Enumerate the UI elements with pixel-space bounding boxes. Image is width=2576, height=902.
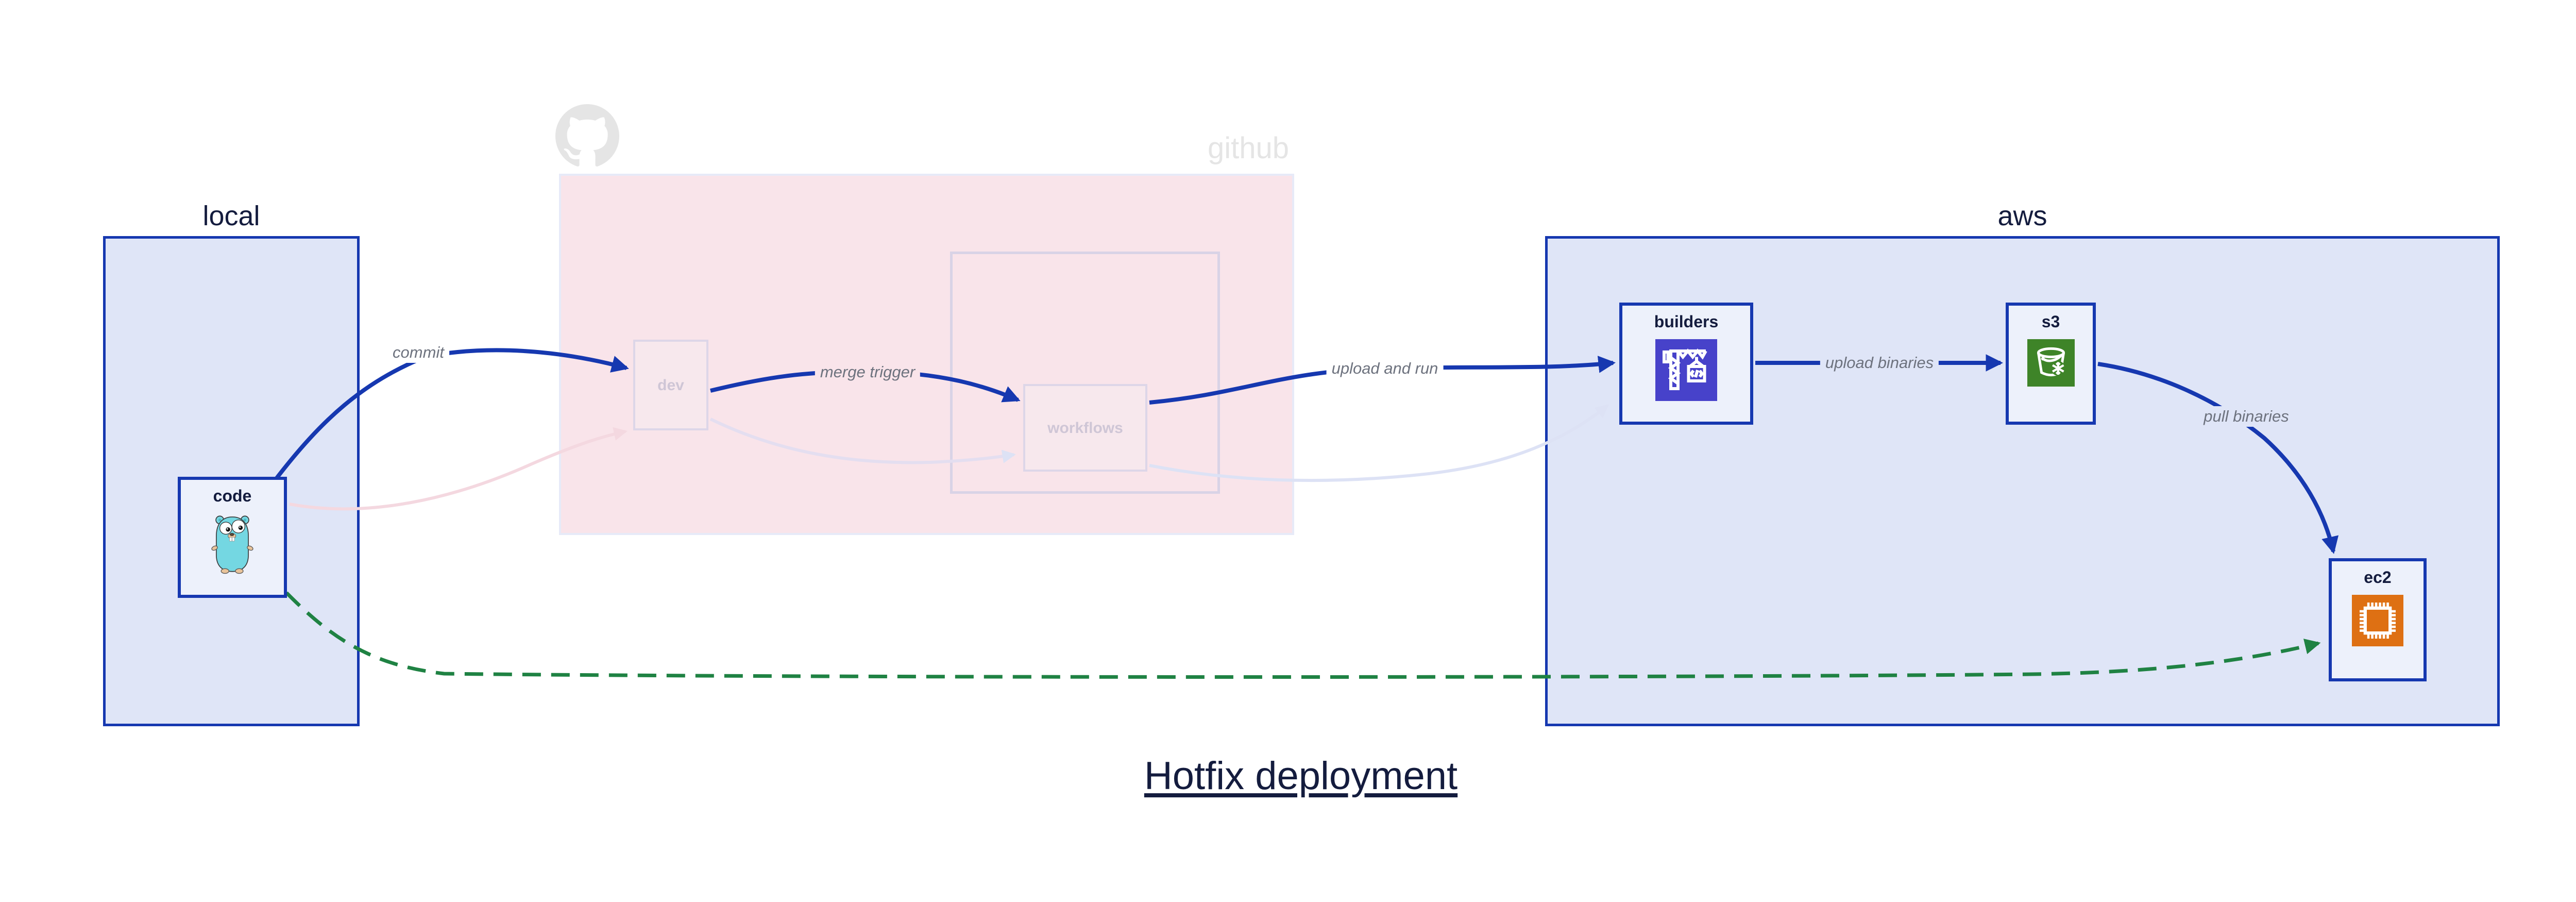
node-builders-label: builders (1654, 312, 1719, 331)
node-code-label: code (213, 487, 252, 505)
node-s3: s3 (2006, 303, 2096, 425)
edge-label-merge-trigger: merge trigger (815, 362, 921, 382)
container-github-label: github (1207, 131, 1289, 165)
edge-label-pull-binaries: pull binaries (2198, 406, 2294, 427)
edge-code-dev-faded (289, 427, 628, 511)
node-dev-label: dev (657, 376, 684, 394)
ec2-chip-icon (2352, 595, 2403, 647)
edge-label-commit: commit (387, 342, 449, 363)
edge-pull-binaries-line (2097, 362, 2339, 554)
master-container (950, 252, 1220, 494)
edge-label-upload-binaries: upload binaries (1820, 353, 1939, 373)
node-ec2: ec2 (2329, 558, 2427, 681)
container-aws-label: aws (1997, 201, 2047, 231)
node-code: code (178, 477, 287, 598)
edge-workflows-builders-faded (1149, 404, 1609, 482)
s3-glacier-bucket-icon (2027, 339, 2075, 387)
node-workflows: workflows (1023, 384, 1147, 472)
edge-label-upload-and-run: upload and run (1326, 358, 1444, 379)
node-workflows-label: workflows (1047, 419, 1123, 437)
edge-commit-line (272, 348, 629, 483)
node-dev: dev (633, 340, 708, 430)
edge-hotfix-dashed-line (285, 591, 2321, 679)
node-s3-label: s3 (2041, 312, 2060, 331)
node-builders: builders (1619, 303, 1753, 425)
edge-dev-workflows-faded (709, 417, 1016, 464)
github-octocat-icon (555, 104, 619, 166)
codebuild-crane-icon (1655, 339, 1717, 402)
node-ec2-label: ec2 (2364, 568, 2392, 587)
container-local-label: local (202, 201, 260, 231)
go-gopher-icon (211, 515, 253, 574)
diagram-title: Hotfix deployment (1144, 754, 1458, 798)
